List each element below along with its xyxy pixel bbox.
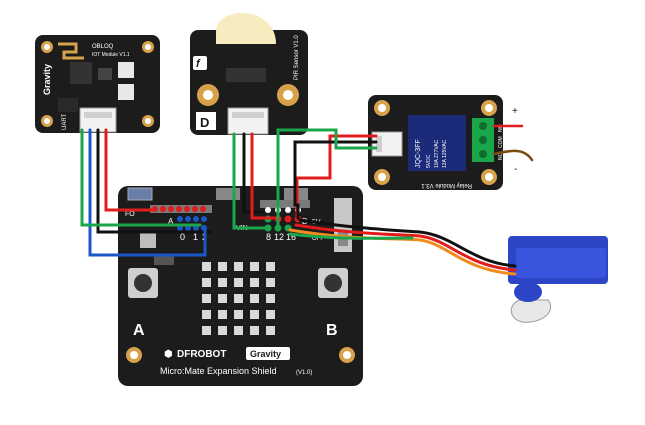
led-cell — [218, 278, 227, 287]
svg-text:f: f — [196, 58, 201, 70]
led-cell — [266, 262, 275, 271]
led-cell — [234, 310, 243, 319]
led-cell — [250, 326, 259, 335]
relay-plus-label: + — [512, 106, 518, 117]
led-cell — [266, 326, 275, 335]
dfrobot-logo-icon: ⬢ — [164, 349, 173, 360]
expansion-shield: FO A 0 1 2 VIN D 8 12 16 5V OFF — [118, 186, 363, 386]
relay-terminal-nc: NC — [498, 152, 504, 160]
led-matrix — [196, 256, 282, 342]
pin-right-2: 16 — [286, 232, 296, 242]
led-cell — [266, 278, 275, 287]
led-cell — [218, 326, 227, 335]
pir-connector — [227, 107, 269, 135]
led-cell — [202, 310, 211, 319]
pir-title: PIR Sensor V1.0 — [294, 35, 300, 80]
led-cell — [202, 326, 211, 335]
led-cell — [218, 310, 227, 319]
shield-gravity-badge: Gravity — [250, 349, 281, 359]
relay-chip-line-3: 12A 125VAC — [442, 139, 448, 168]
led-cell — [218, 262, 227, 271]
pir-sensor: f PIR Sensor V1.0 D — [190, 13, 308, 135]
shield-brand: DFROBOT — [177, 349, 226, 360]
a-label: A — [168, 217, 174, 226]
relay-title: Relay Module V3.1 — [421, 182, 472, 188]
led-cell — [234, 278, 243, 287]
iot-port-label: UART — [62, 113, 68, 130]
off-label: OFF — [312, 236, 324, 242]
servo-label: Micro Servo — [548, 284, 601, 303]
button-a-label: A — [133, 322, 145, 339]
led-cell — [202, 262, 211, 271]
iot-connector — [79, 107, 117, 133]
led-cell — [234, 294, 243, 303]
led-cell — [250, 262, 259, 271]
micro-servo: Micro Servo — [508, 236, 608, 323]
led-cell — [234, 326, 243, 335]
pin-right-1: 12 — [274, 232, 284, 242]
wires — [80, 124, 534, 276]
pin-right-0: 8 — [266, 232, 271, 242]
relay-terminal-no: NO — [498, 124, 504, 132]
iot-title: IOT Module V1.1 — [92, 52, 130, 58]
led-cell — [202, 278, 211, 287]
button-a[interactable] — [128, 268, 158, 298]
relay-chip-line-0: JQC-3FF — [415, 139, 422, 168]
shield-name: Micro:Mate Expansion Shield — [160, 366, 277, 376]
relay-terminal-com: COM — [498, 136, 504, 148]
led-cell — [266, 294, 275, 303]
pir-port-letter: D — [200, 115, 209, 130]
button-b-label: B — [326, 322, 338, 339]
relay-module: JQC-3FF 5VDC 10A 277VAC 12A 125VAC NC CO… — [368, 95, 504, 190]
led-cell — [234, 262, 243, 271]
relay-chip-line-2: 10A 277VAC — [434, 139, 440, 168]
led-cell — [202, 294, 211, 303]
iot-logo-text: OBLOQ — [92, 44, 114, 50]
fo-label: FO — [125, 211, 135, 218]
relay-chip — [408, 115, 466, 171]
led-cell — [250, 278, 259, 287]
pin-left-0: 0 — [180, 232, 185, 242]
shield-version: (V1.0) — [296, 370, 312, 376]
iot-brand: Gravity — [42, 64, 52, 95]
led-cell — [250, 310, 259, 319]
led-cell — [266, 310, 275, 319]
iot-module: OBLOQ IOT Module V1.1 Gravity UART — [35, 35, 160, 133]
led-cell — [250, 294, 259, 303]
relay-chip-line-1: 5VDC — [426, 154, 432, 168]
led-cell — [218, 294, 227, 303]
pin-left-1: 1 — [193, 232, 198, 242]
relay-minus-label: - — [514, 164, 517, 175]
button-b[interactable] — [318, 268, 348, 298]
